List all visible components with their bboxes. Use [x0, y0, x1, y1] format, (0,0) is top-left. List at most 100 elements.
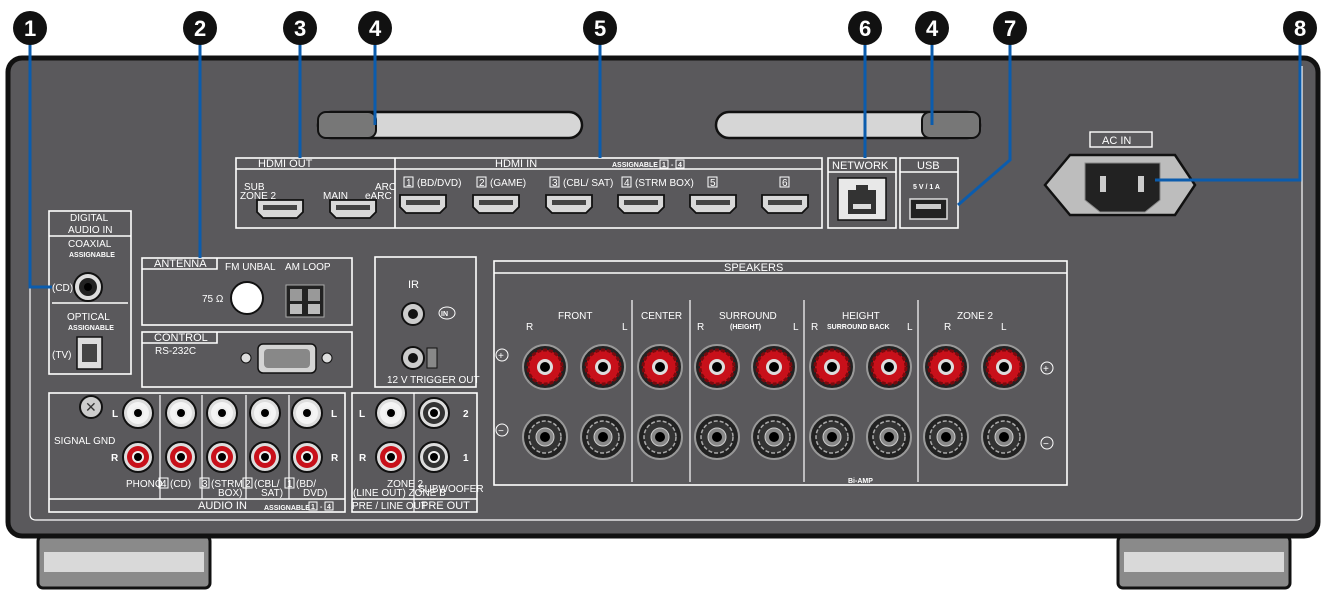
audio-in-r-jack-1[interactable] [122, 441, 154, 473]
speaker-terminal-minus[interactable] [923, 414, 969, 460]
rs232c-port[interactable] [240, 343, 333, 374]
audio-in-r-jack-5[interactable] [291, 441, 323, 473]
pre-line-out-r-jack[interactable] [375, 441, 407, 473]
speaker-terminal-plus[interactable] [637, 344, 683, 390]
callout-6: 6 [848, 11, 882, 45]
hdmi-in-port-5[interactable] [689, 194, 737, 214]
callout-number: 4 [926, 16, 939, 41]
usb-port[interactable] [909, 198, 948, 220]
signal-gnd-screw[interactable]: ✕ [79, 395, 103, 419]
hdmi-out-sub-zone2-port[interactable] [256, 199, 304, 219]
fm-antenna-jack[interactable] [230, 281, 264, 315]
subwoofer-2-jack[interactable] [418, 397, 450, 429]
trigger-out-jack[interactable] [401, 346, 438, 370]
speaker-terminal-minus[interactable] [751, 414, 797, 460]
minus-symbol-icon: − [1040, 436, 1054, 450]
speaker-channel-l: L [1001, 322, 1007, 333]
speaker-terminal-plus[interactable] [866, 344, 912, 390]
audio-in-name-2: BOX) [218, 488, 242, 499]
trigger-out-label: 12 V TRIGGER OUT [387, 375, 480, 386]
hdmi-in-port-3[interactable] [545, 194, 593, 214]
speaker-terminal-minus[interactable] [981, 414, 1027, 460]
minus-symbol-icon: − [495, 423, 509, 437]
hdmi-in-name: (GAME) [490, 178, 526, 189]
audio-in-number: 2 [245, 479, 251, 490]
hdmi-in-label-6: 6 [779, 176, 790, 189]
speaker-terminal-minus[interactable] [580, 414, 626, 460]
speaker-terminal-plus[interactable] [809, 344, 855, 390]
hdmi-in-number: 6 [782, 178, 788, 189]
wireless-antenna-left[interactable] [316, 110, 584, 140]
callout-1: 1 [13, 11, 47, 45]
optical-jack[interactable] [76, 336, 103, 370]
hdmi-out-main-port[interactable] [329, 199, 377, 219]
speaker-terminal-plus[interactable] [751, 344, 797, 390]
audio-in-l-jack-4[interactable] [249, 397, 281, 429]
panel-inner-edge [29, 66, 1303, 521]
subwoofer-2-label: 2 [463, 409, 469, 420]
control-title: CONTROL [154, 332, 208, 344]
speaker-terminal-minus[interactable] [866, 414, 912, 460]
audio-in-l-jack-5[interactable] [291, 397, 323, 429]
audio-in-r-jack-3[interactable] [206, 441, 238, 473]
digital-audio-in-title-2: AUDIO IN [68, 225, 112, 236]
hdmi-in-port-1[interactable] [399, 194, 447, 214]
audio-in-l-jack-1[interactable] [122, 397, 154, 429]
zone2-label: ZONE 2 [957, 311, 994, 322]
audio-in-r-jack-2[interactable] [165, 441, 197, 473]
pre-line-out-l-jack[interactable] [375, 397, 407, 429]
zone2-line-out-label: ZONE 2 [387, 479, 424, 490]
ethernet-port[interactable] [837, 177, 887, 221]
hdmi-out-title: HDMI OUT [258, 158, 313, 170]
audio-in-number: 4 [161, 479, 167, 490]
coaxial-jack[interactable] [73, 272, 103, 302]
hdmi-in-label-2: 2 (GAME) [476, 176, 526, 189]
hdmi-out-zone2-label: ZONE 2 [240, 191, 277, 202]
speaker-terminal-plus[interactable] [923, 344, 969, 390]
speaker-terminal-minus[interactable] [522, 414, 568, 460]
speaker-terminal-plus[interactable] [580, 344, 626, 390]
callout-5: 5 [583, 11, 617, 45]
hdmi-out-arc-label: ARC [375, 182, 396, 193]
hdmi-in-number: 2 [479, 178, 485, 189]
hdmi-in-port-2[interactable] [472, 194, 520, 214]
ac-inlet[interactable]: AC IN [1043, 131, 1197, 217]
audio-in-l-jack-3[interactable] [206, 397, 238, 429]
hdmi-in-number: 1 [406, 178, 412, 189]
subwoofer-1-jack[interactable] [418, 441, 450, 473]
speaker-terminal-minus[interactable] [809, 414, 855, 460]
minus-symbol-left: − [498, 426, 504, 437]
biamp-label: Bi-AMP [848, 478, 873, 485]
audio-in-name-2: SAT) [261, 488, 283, 499]
hdmi-in-port-6[interactable] [761, 194, 809, 214]
speaker-terminal-plus[interactable] [981, 344, 1027, 390]
fm-ohm-label: 75 Ω [202, 294, 224, 305]
speaker-channel-r: R [811, 322, 818, 333]
speaker-terminal-plus[interactable] [522, 344, 568, 390]
network-title: NETWORK [832, 160, 889, 172]
digital-audio-in-section: DIGITAL AUDIO IN COAXIAL ASSIGNABLE (CD)… [48, 210, 132, 375]
usb-rating: 5 V / 1 A [913, 184, 940, 191]
pre-out-section: PRE / LINE OUT PRE OUT L R ZONE 2 (LINE … [351, 392, 484, 513]
speaker-channel-l: L [793, 322, 799, 333]
optical-label: OPTICAL [67, 312, 110, 323]
center-label: CENTER [641, 311, 682, 322]
speaker-terminal-minus[interactable] [637, 414, 683, 460]
audio-in-title: AUDIO IN [198, 500, 247, 512]
plus-symbol-icon: + [495, 348, 509, 362]
hdmi-in-port-4[interactable] [617, 194, 665, 214]
svg-text:✕: ✕ [85, 399, 97, 415]
speaker-channel-r: R [697, 322, 704, 333]
ir-in-jack[interactable] [401, 302, 425, 326]
speaker-terminal-minus[interactable] [694, 414, 740, 460]
pre-line-out-title: PRE / LINE OUT [352, 501, 427, 512]
wireless-antenna-right[interactable] [714, 110, 982, 140]
audio-in-l-jack-2[interactable] [165, 397, 197, 429]
antenna-section: ANTENNA FM UNBAL 75 Ω AM LOOP [141, 257, 353, 326]
audio-in-name: PHONO [126, 479, 163, 490]
speaker-channel-r: R [944, 322, 951, 333]
speaker-terminal-plus[interactable] [694, 344, 740, 390]
audio-in-r-jack-4[interactable] [249, 441, 281, 473]
am-loop-terminal[interactable] [285, 284, 325, 318]
